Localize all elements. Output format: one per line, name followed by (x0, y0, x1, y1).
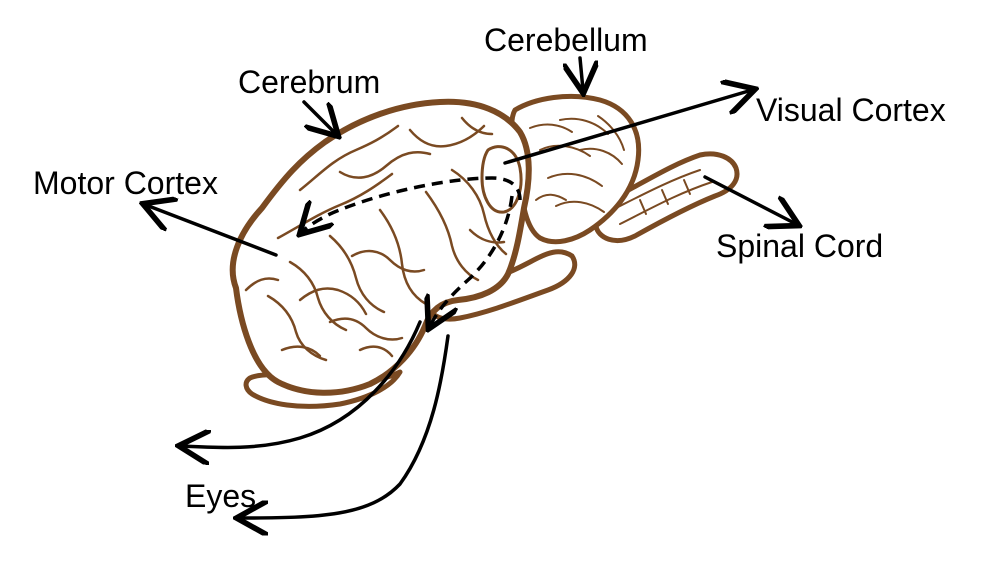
cerebellum-arrow (580, 58, 583, 90)
label-cerebellum: Cerebellum (484, 24, 648, 56)
label-cerebrum: Cerebrum (238, 66, 380, 98)
spinal-cord-arrow (705, 177, 796, 224)
brain-illustration (233, 96, 737, 406)
label-spinal-cord: Spinal Cord (716, 230, 883, 262)
label-motor-cortex: Motor Cortex (33, 167, 218, 199)
label-eyes: Eyes (185, 480, 256, 512)
cerebrum-arrow (304, 102, 336, 134)
label-visual-cortex: Visual Cortex (756, 94, 946, 126)
